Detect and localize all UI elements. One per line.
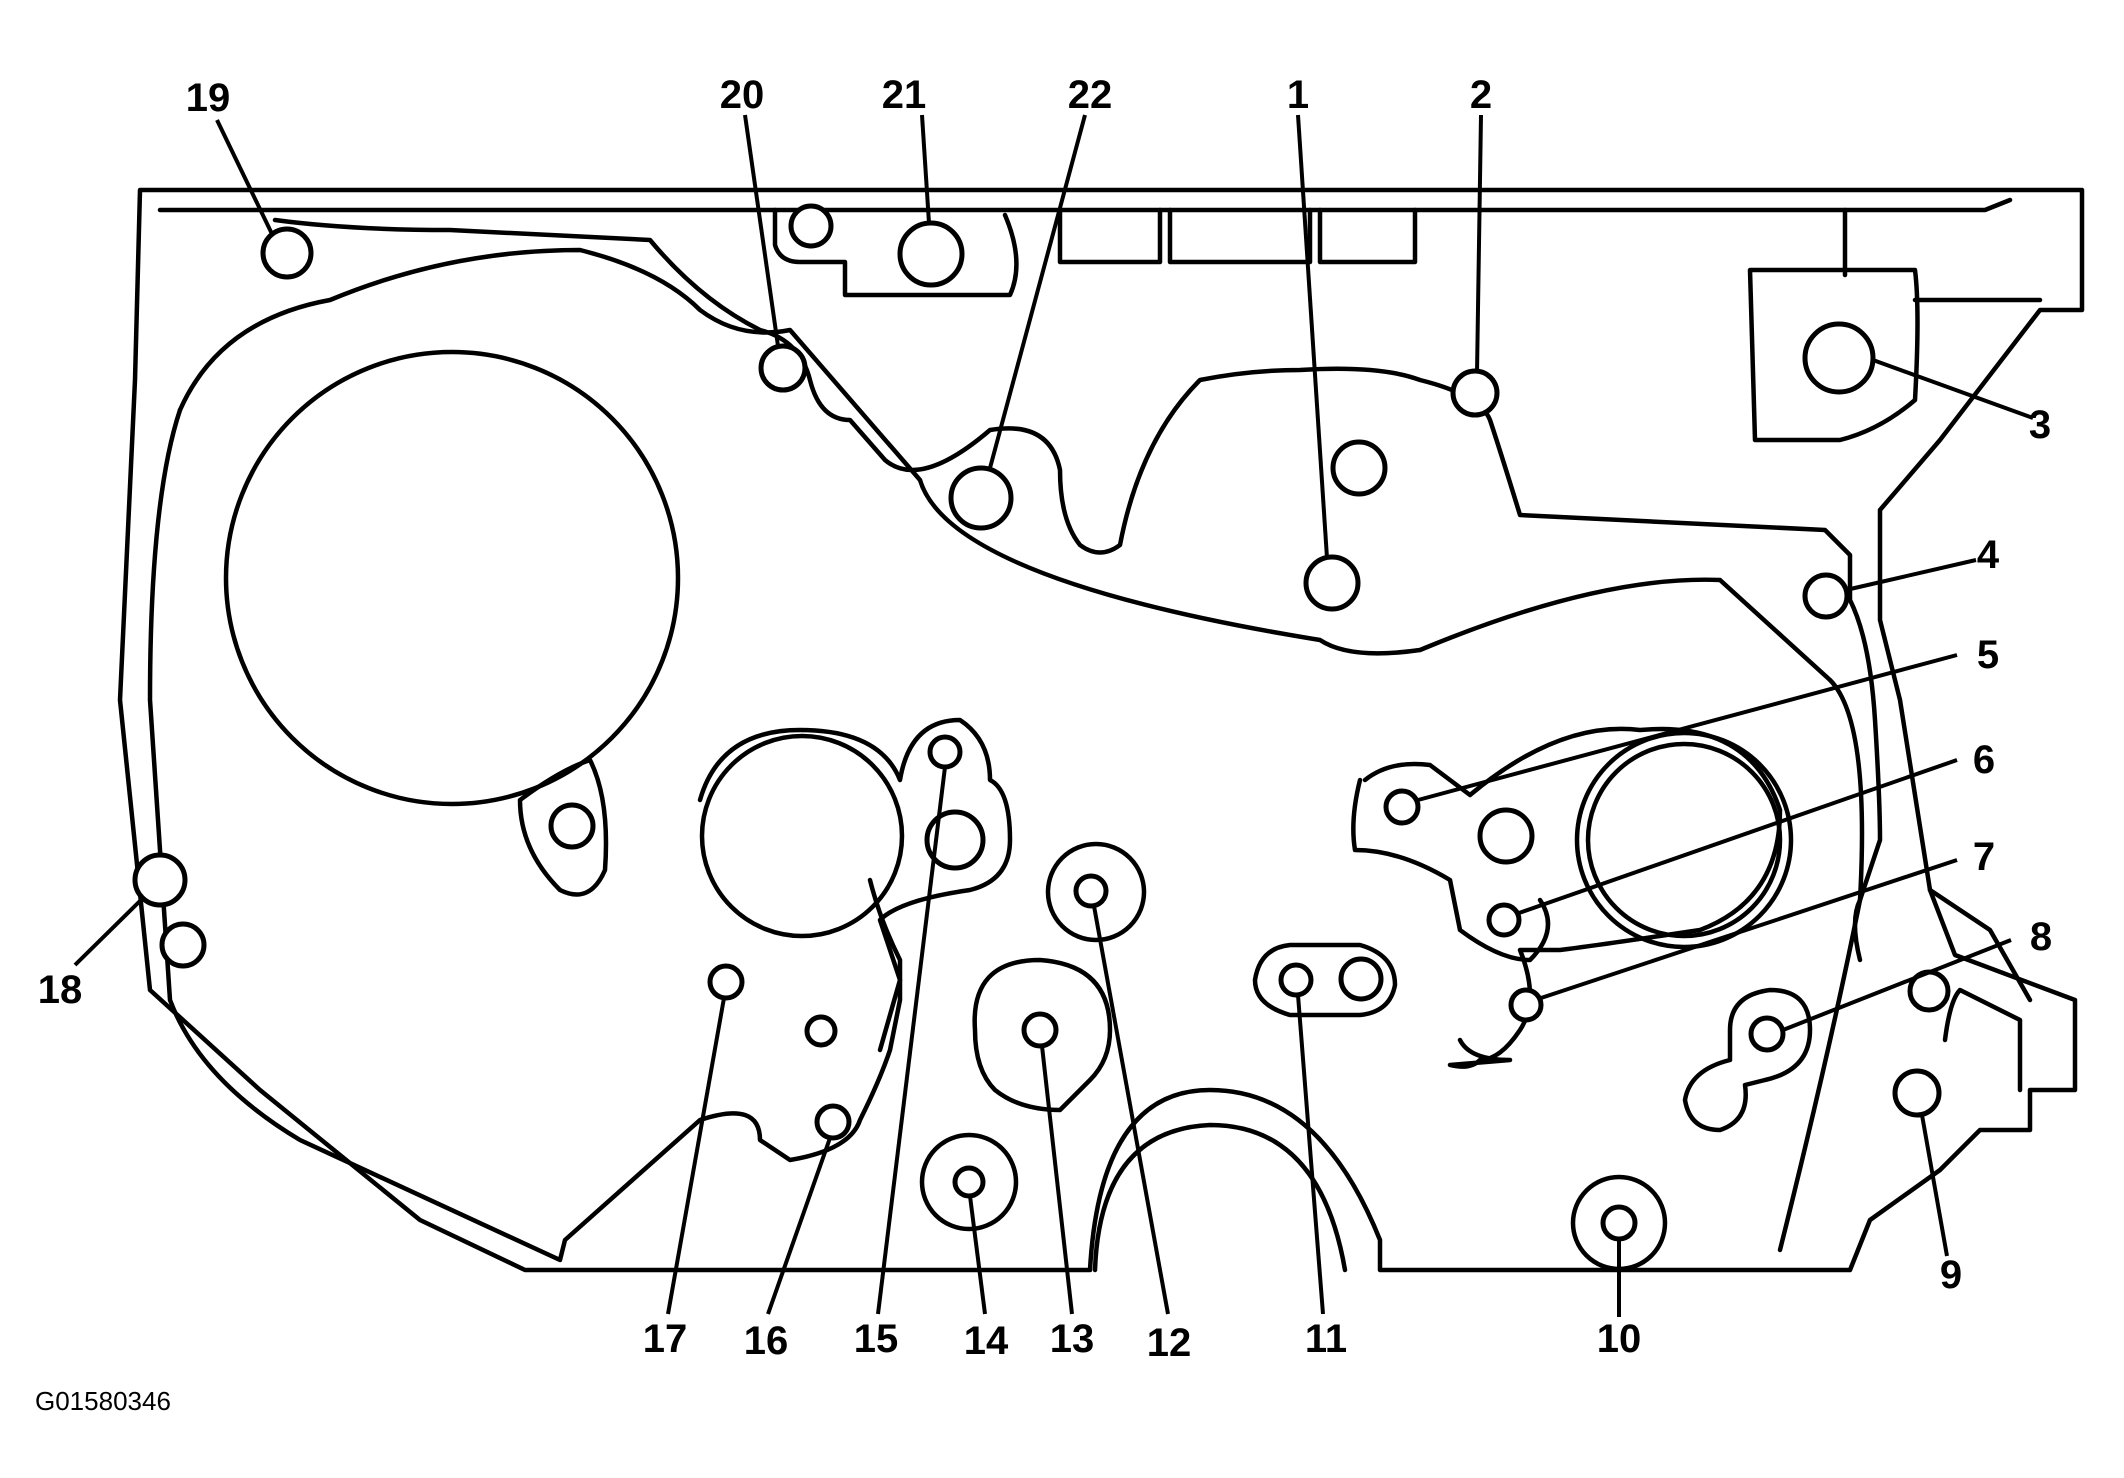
bolt-hole-3 xyxy=(1802,321,1876,395)
timing-gear-ring xyxy=(223,349,681,807)
figure-code: G01580346 xyxy=(35,1386,171,1416)
leader-3 xyxy=(1872,358,2034,420)
bolt-hole-22 xyxy=(948,465,1014,531)
bolt-hole-2 xyxy=(1450,368,1500,418)
leader-12 xyxy=(1092,905,1170,1315)
callout-9: 9 xyxy=(1940,1253,1962,1297)
callout-8: 8 xyxy=(2030,915,2052,959)
boss-13 xyxy=(972,957,1113,1113)
bolt-hole-21 xyxy=(897,220,965,288)
hole-extra-c xyxy=(548,802,596,850)
gear-tab xyxy=(517,757,609,897)
leader-20 xyxy=(743,114,780,347)
lower-arch xyxy=(1092,1122,1348,1273)
bolt-hole-10 xyxy=(1600,1204,1638,1242)
leader-1 xyxy=(1296,114,1329,559)
bolt-hole-1 xyxy=(1303,554,1361,612)
callout-17: 17 xyxy=(643,1317,688,1361)
leader-19 xyxy=(215,119,274,235)
leader-8 xyxy=(1782,938,2012,1032)
callout-19: 19 xyxy=(186,76,231,120)
leader-16 xyxy=(766,1137,832,1315)
leader-14 xyxy=(968,1195,987,1315)
right-bore-flange xyxy=(1351,777,1551,963)
bolt-hole-6 xyxy=(1486,902,1522,938)
hole-extra-e xyxy=(804,1014,838,1048)
callout-16: 16 xyxy=(744,1319,789,1363)
callout-12: 12 xyxy=(1147,1321,1192,1365)
leader-11 xyxy=(1296,994,1325,1315)
bolt-hole-14 xyxy=(952,1165,986,1199)
bolt-hole-5 xyxy=(1383,788,1421,826)
hole-extra-h xyxy=(1477,807,1535,865)
callout-10: 10 xyxy=(1597,1317,1642,1361)
hole-extra-g xyxy=(1338,956,1384,1002)
callout-1: 1 xyxy=(1287,73,1309,117)
leader-7 xyxy=(1540,858,1958,1000)
hole-extra-d xyxy=(924,809,986,871)
callout-7: 7 xyxy=(1973,835,1995,879)
leader-22 xyxy=(988,114,1087,469)
leader-21 xyxy=(920,114,931,224)
leader-6 xyxy=(1518,758,1958,915)
leader-2 xyxy=(1475,114,1483,374)
bolt-hole-13 xyxy=(1021,1011,1059,1049)
callout-3: 3 xyxy=(2029,403,2051,447)
hole-extra-a xyxy=(788,203,834,249)
bolt-hole-16 xyxy=(814,1103,852,1141)
boss-21 xyxy=(772,207,1019,298)
side-block-3 xyxy=(1747,267,1920,443)
gasket-line xyxy=(177,247,1865,1253)
callout-14: 14 xyxy=(964,1319,1009,1363)
bolt-hole-12 xyxy=(1073,873,1109,909)
callout-6: 6 xyxy=(1973,738,1995,782)
right-bore-inner xyxy=(1585,741,1783,939)
right-lower-block xyxy=(1927,887,2033,1093)
leader-18 xyxy=(73,896,145,967)
leader-5 xyxy=(1417,653,1958,802)
boss-12 xyxy=(1045,841,1147,943)
callout-22: 22 xyxy=(1068,73,1113,117)
bolt-hole-17 xyxy=(707,963,745,1001)
bolt-hole-18 xyxy=(132,852,188,908)
bolt-hole-15 xyxy=(927,734,963,770)
hole-extra-b xyxy=(1330,439,1388,497)
leader-4 xyxy=(1845,558,1977,592)
bolt-hole-11 xyxy=(1278,962,1314,998)
housing-outline xyxy=(117,187,2085,1273)
bolt-hole-7 xyxy=(1508,987,1544,1023)
bolt-hole-20 xyxy=(758,343,808,393)
boss-8 xyxy=(1682,987,1813,1133)
bolt-hole-4 xyxy=(1802,572,1850,620)
callout-5: 5 xyxy=(1977,633,1999,677)
callout-11: 11 xyxy=(1305,1317,1347,1361)
callout-13: 13 xyxy=(1050,1317,1095,1361)
bolt-hole-8 xyxy=(1748,1015,1786,1053)
leader-13 xyxy=(1040,1045,1074,1315)
callout-4: 4 xyxy=(1977,533,2000,577)
leader-17 xyxy=(666,997,726,1315)
leader-15 xyxy=(876,766,947,1315)
bolt-hole-19 xyxy=(260,226,314,280)
left-inner-wall xyxy=(147,407,903,1263)
callout-21: 21 xyxy=(882,73,927,117)
top-rail xyxy=(157,197,2013,213)
top-rib-blocks xyxy=(1057,207,1418,265)
side-rib xyxy=(1842,207,2043,303)
boss-14 xyxy=(919,1132,1019,1232)
boss-11 xyxy=(1252,942,1398,1018)
pump-bore xyxy=(699,733,905,939)
hole-extra-f xyxy=(159,921,207,969)
callout-20: 20 xyxy=(720,73,765,117)
callout-18: 18 xyxy=(38,968,83,1012)
right-bore-outer xyxy=(1574,730,1794,950)
callout-2: 2 xyxy=(1470,73,1492,117)
right-bore-housing xyxy=(1362,726,1783,1069)
leader-9 xyxy=(1920,1114,1949,1257)
callout-15: 15 xyxy=(854,1317,899,1361)
bolt-hole-9 xyxy=(1892,1068,1942,1118)
pump-housing xyxy=(697,717,1013,1053)
